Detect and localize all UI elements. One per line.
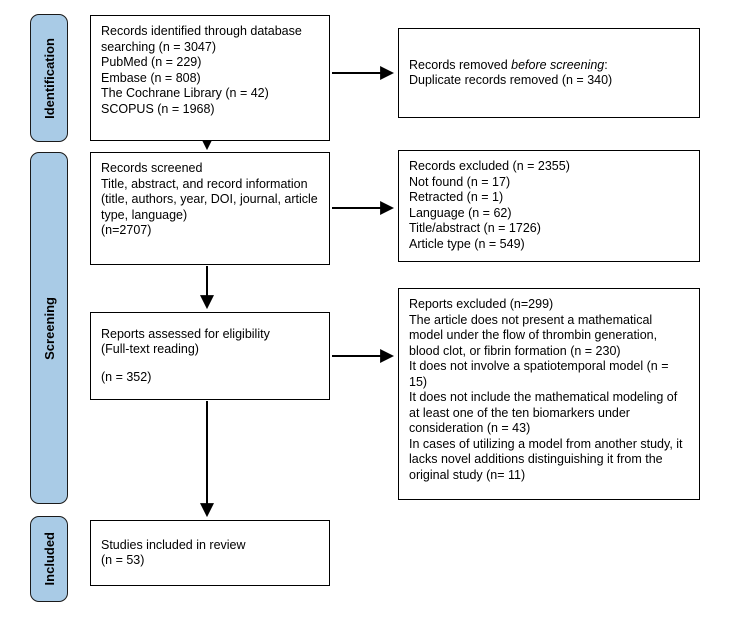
- box-text-line: Records identified through database sear…: [101, 24, 302, 54]
- box-text-line: PubMed (n = 229): [101, 55, 202, 69]
- stage-label-included: Included: [30, 516, 68, 602]
- box-records-removed: Records removed before screening: Duplic…: [398, 28, 700, 118]
- box-text-line: (n = 53): [101, 553, 145, 567]
- removed-prefix-text: Records removed: [409, 57, 512, 72]
- box-reports-assessed: Reports assessed for eligibility (Full-t…: [90, 312, 330, 400]
- box-text-line: Embase (n = 808): [101, 70, 201, 85]
- stage-label-text: Screening: [41, 296, 57, 360]
- box-text-line: (Full-text reading): [101, 342, 199, 357]
- stage-label-identification: Identification: [30, 14, 68, 142]
- stage-label-screening: Screening: [30, 152, 68, 504]
- box-text-line: Records screened: [101, 161, 203, 175]
- box-text-line: Retracted (n = 1): [409, 190, 504, 204]
- box-text-line: Title, abstract, and record information …: [101, 176, 318, 222]
- box-text-line: In cases of utilizing a model from anoth…: [409, 436, 683, 482]
- box-text-line: Reports assessed for eligibility: [101, 326, 270, 341]
- box-text-line: (n=2707): [101, 223, 152, 237]
- box-text-line: Records removed before screening:: [409, 58, 689, 74]
- stage-label-text: Included: [41, 532, 57, 586]
- box-text-line: Records excluded (n = 2355): [409, 159, 570, 173]
- box-reports-excluded: Reports excluded (n=299) The article doe…: [398, 288, 700, 500]
- box-studies-included: Studies included in review (n = 53): [90, 520, 330, 586]
- box-records-screened: Records screened Title, abstract, and re…: [90, 152, 330, 265]
- box-records-identified: Records identified through database sear…: [90, 15, 330, 141]
- stage-label-text: Identification: [41, 37, 57, 119]
- box-text-line: Not found (n = 17): [409, 174, 511, 189]
- box-text-line: It does not involve a spatiotemporal mod…: [409, 359, 669, 389]
- box-text-line: Language (n = 62): [409, 205, 512, 220]
- box-text-line: The article does not present a mathemati…: [409, 312, 658, 358]
- box-text-line: Studies included in review: [101, 537, 246, 552]
- removed-italic-text: before screening: [511, 57, 605, 72]
- box-text-line: The Cochrane Library (n = 42): [101, 86, 269, 100]
- box-text-line: Article type (n = 549): [409, 236, 525, 251]
- box-records-excluded: Records excluded (n = 2355) Not found (n…: [398, 150, 700, 262]
- box-text-line: SCOPUS (n = 1968): [101, 101, 215, 116]
- box-text-line: (n = 352): [101, 369, 152, 384]
- box-text-line: It does not include the mathematical mod…: [409, 390, 678, 435]
- box-text-line: Title/abstract (n = 1726): [409, 221, 541, 235]
- box-text-line: Reports excluded (n=299): [409, 297, 554, 311]
- removed-suffix-text: :: [604, 57, 608, 72]
- box-text-line: Duplicate records removed (n = 340): [409, 73, 613, 87]
